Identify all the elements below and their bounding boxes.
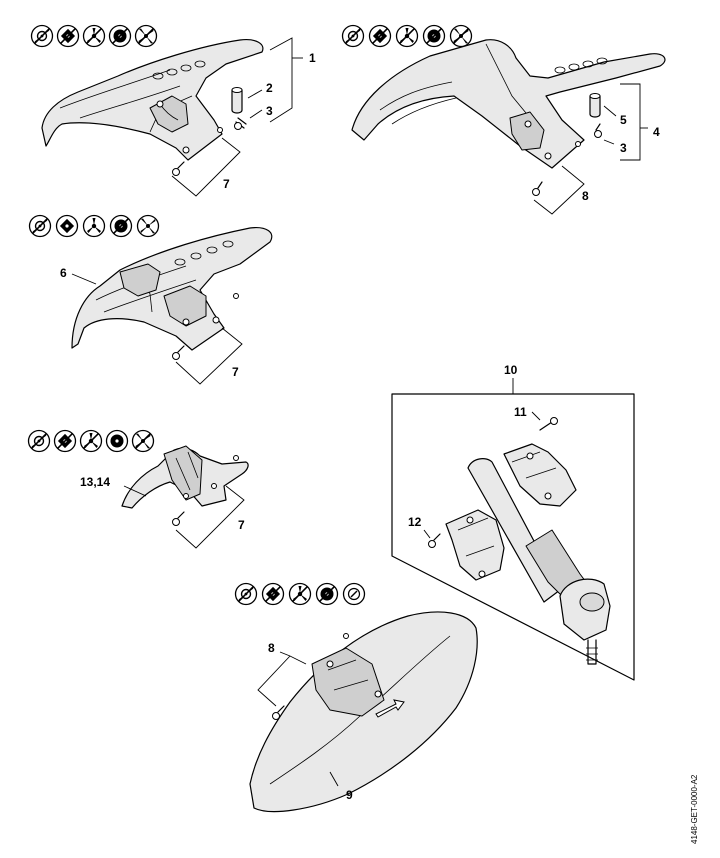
three-tooth-blade-icon	[288, 582, 312, 606]
part-3-screw	[234, 117, 247, 130]
label-11: 11	[514, 405, 527, 419]
part-7-screw	[172, 511, 185, 526]
label-2: 2	[266, 81, 273, 95]
deflector-assembly-13-14	[121, 445, 249, 526]
metal-blade-icon	[368, 24, 392, 48]
mowing-head-icon	[341, 24, 365, 48]
label-8a: 8	[582, 189, 589, 203]
part-3-screw	[594, 123, 602, 138]
label-3b: 3	[620, 141, 627, 155]
three-tooth-blade-icon	[79, 429, 103, 453]
metal-blade-icon	[56, 24, 80, 48]
part-labels: 1 2 3 7 5 4 3 8 6 7 10 11 13,14 12 7 8 9	[60, 51, 660, 802]
circular-saw-blade-icon	[109, 214, 133, 238]
metal-blade-icon	[55, 214, 79, 238]
rotation-arrow-icon	[375, 699, 405, 718]
part-5-sleeve	[589, 93, 601, 118]
deflector-assembly-2	[351, 39, 666, 196]
label-8b: 8	[268, 641, 275, 655]
four-tooth-blade-icon	[134, 24, 158, 48]
leaders-deflector-4	[123, 485, 245, 549]
part-7-screw	[172, 345, 185, 360]
label-13-14: 13,14	[80, 475, 110, 489]
four-tooth-blade-icon	[449, 24, 473, 48]
label-1: 1	[309, 51, 316, 65]
deflector-assembly-1	[41, 39, 264, 176]
circular-saw-blade-icon	[105, 429, 129, 453]
icon-row-top-left	[30, 24, 158, 48]
clamp-upper	[503, 443, 577, 507]
mowing-head-icon	[27, 429, 51, 453]
leaders-deflector-1	[171, 37, 303, 197]
label-7c: 7	[238, 518, 245, 532]
icon-row-lower-left	[27, 429, 155, 453]
icon-row-bottom-center	[234, 582, 366, 606]
four-tooth-blade-icon	[131, 429, 155, 453]
icon-row-top-right	[341, 24, 473, 48]
leaders-deflector-3	[71, 273, 243, 385]
circular-saw-blade-icon	[108, 24, 132, 48]
part-12-screw	[428, 533, 441, 548]
part-7-screw	[172, 161, 185, 176]
leaders-deflector-2	[533, 83, 648, 215]
mowing-head-icon	[28, 214, 52, 238]
label-12: 12	[408, 515, 422, 529]
label-7a: 7	[223, 177, 230, 191]
three-tooth-blade-icon	[395, 24, 419, 48]
circular-saw-blade-icon	[315, 582, 339, 606]
deflector-assembly-3	[71, 227, 273, 360]
grass-blade-icon	[342, 582, 366, 606]
leaders-deflector-9	[257, 651, 339, 787]
label-10: 10	[504, 363, 518, 377]
part-8-screw	[272, 705, 285, 720]
label-3a: 3	[266, 104, 273, 118]
four-tooth-blade-icon	[136, 214, 160, 238]
metal-blade-icon	[261, 582, 285, 606]
mowing-head-icon	[30, 24, 54, 48]
icon-row-middle-left	[28, 214, 160, 238]
logo-pattern	[152, 60, 206, 80]
label-7b: 7	[232, 365, 239, 379]
metal-blade-icon	[53, 429, 77, 453]
three-tooth-blade-icon	[82, 24, 106, 48]
gear-head-kit	[391, 378, 635, 681]
logo-pattern	[554, 57, 608, 74]
label-9: 9	[346, 788, 353, 802]
circular-saw-blade-icon	[422, 24, 446, 48]
label-5: 5	[620, 113, 627, 127]
part-8-screw	[532, 181, 543, 196]
label-6: 6	[60, 266, 67, 280]
label-4: 4	[653, 125, 660, 139]
document-code: 4148-GET-0000-A2	[690, 774, 699, 844]
deflector-assembly-9	[249, 611, 478, 813]
clamp-lower	[445, 509, 505, 581]
part-11-screw	[539, 417, 558, 431]
three-tooth-blade-icon	[82, 214, 106, 238]
mowing-head-icon	[234, 582, 258, 606]
logo-pattern	[174, 240, 234, 266]
part-2-sleeve	[231, 87, 243, 114]
